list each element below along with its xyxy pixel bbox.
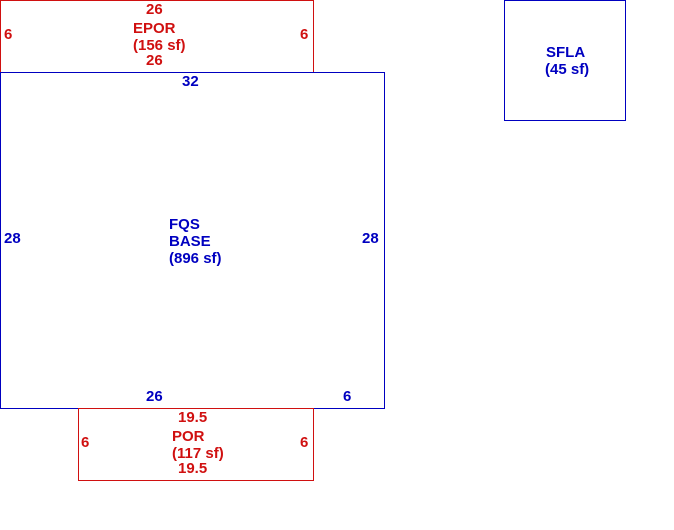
por-area bbox=[78, 408, 314, 481]
sfla-name-label: SFLA bbox=[546, 44, 586, 61]
base-name-label: BASE bbox=[169, 233, 211, 250]
base-right-dimension: 28 bbox=[362, 230, 379, 247]
base-bottom-right-dimension: 6 bbox=[343, 388, 352, 405]
base-left-dimension: 28 bbox=[4, 230, 21, 247]
base-code-label: FQS bbox=[169, 216, 200, 233]
por-top-dimension: 19.5 bbox=[178, 409, 208, 426]
por-left-dimension: 6 bbox=[81, 434, 90, 451]
epor-area-label: (156 sf) bbox=[133, 37, 186, 54]
base-area-label: (896 sf) bbox=[169, 250, 222, 267]
epor-right-dimension: 6 bbox=[300, 26, 309, 43]
epor-bottom-dimension: 26 bbox=[146, 52, 163, 69]
por-area-label: (117 sf) bbox=[172, 445, 224, 462]
sfla-area bbox=[504, 0, 626, 121]
por-right-dimension: 6 bbox=[300, 434, 309, 451]
por-bottom-dimension: 19.5 bbox=[178, 460, 208, 477]
epor-top-dimension: 26 bbox=[146, 1, 163, 18]
base-top-dimension: 32 bbox=[182, 73, 199, 90]
epor-name-label: EPOR bbox=[133, 20, 176, 37]
epor-left-dimension: 6 bbox=[4, 26, 13, 43]
base-bottom-left-dimension: 26 bbox=[146, 388, 163, 405]
por-name-label: POR bbox=[172, 428, 205, 445]
sfla-area-label: (45 sf) bbox=[545, 61, 590, 78]
